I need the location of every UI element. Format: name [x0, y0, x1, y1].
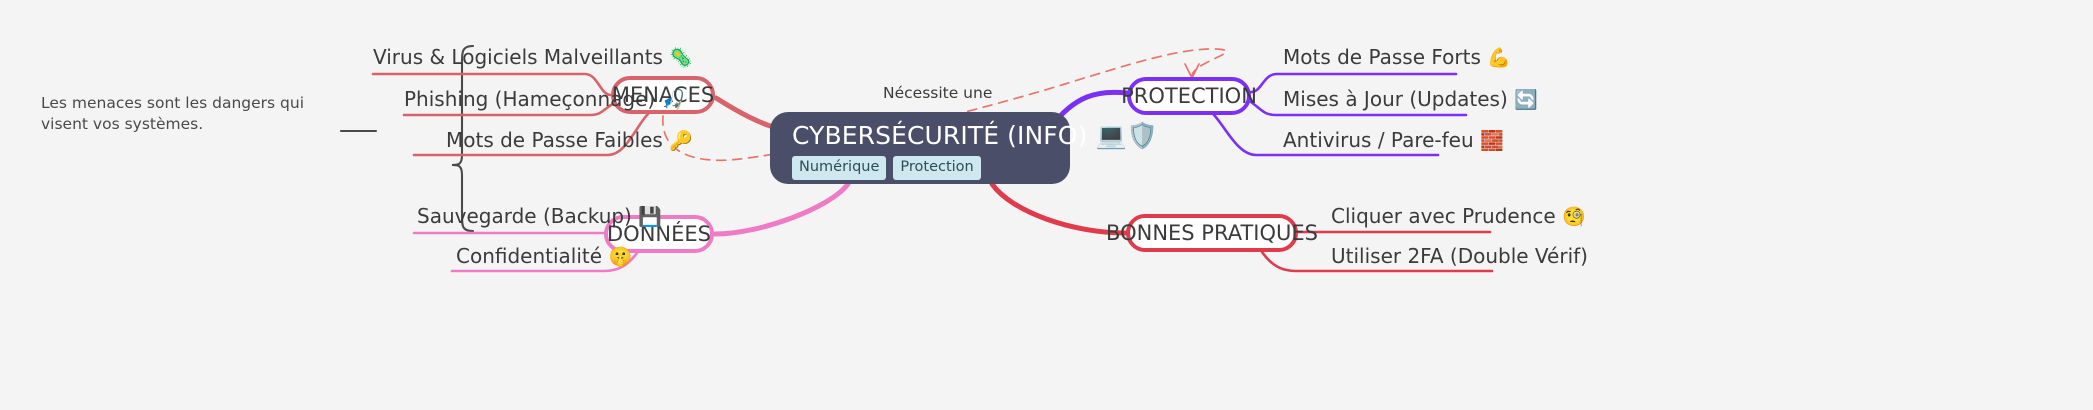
root-node[interactable]: CYBERSÉCURITÉ (INFO) 💻🛡️ Numérique Prote…	[770, 112, 1158, 184]
refresh-arrows-icon: 🔄	[1514, 89, 1538, 111]
branch-label-bonnes-pratiques: BONNES PRATIQUES	[1106, 221, 1318, 245]
brick-wall-icon: 🧱	[1480, 130, 1504, 152]
leaf-menaces-1-label: Phishing (Hameçonnage)	[404, 87, 656, 111]
key-icon: 🔑	[669, 130, 693, 152]
leaf-protection-0-label: Mots de Passe Forts	[1283, 45, 1481, 69]
floppy-disk-icon: 💾	[638, 206, 662, 228]
relation-label: Nécessite une	[883, 84, 993, 102]
shushing-face-icon: 🤫	[608, 246, 633, 268]
leaf-menaces-0[interactable]: Virus & Logiciels Malveillants 🦠	[373, 47, 693, 68]
leaf-donnees-0-label: Sauvegarde (Backup)	[417, 204, 632, 228]
branch-node-donnees[interactable]: DONNÉES	[604, 215, 714, 253]
fishing-pole-icon: 🎣	[661, 89, 686, 111]
leaf-menaces-2-label: Mots de Passe Faibles	[446, 128, 663, 152]
leaf-menaces-0-label: Virus & Logiciels Malveillants	[373, 45, 663, 69]
leaf-donnees-1[interactable]: Confidentialité 🤫	[456, 246, 632, 267]
branch-node-protection[interactable]: PROTECTION	[1121, 77, 1257, 115]
branch-label-menaces: MENACES	[611, 83, 715, 107]
microbe-icon: 🦠	[669, 47, 694, 69]
leaf-donnees-1-label: Confidentialité	[456, 244, 603, 268]
wire-root-donnees	[712, 181, 851, 237]
leaf-pratiques-1[interactable]: Utiliser 2FA (Double Vérif)	[1331, 246, 1588, 266]
leaf-pratiques-1-label: Utiliser 2FA (Double Vérif)	[1331, 244, 1588, 268]
leaf-protection-1-label: Mises à Jour (Updates)	[1283, 87, 1508, 111]
monocle-face-icon: 🧐	[1562, 206, 1586, 228]
annotation-text: Les menaces sont les dangers qui visent …	[41, 94, 305, 133]
branch-label-protection: PROTECTION	[1121, 84, 1257, 108]
leaf-donnees-0[interactable]: Sauvegarde (Backup) 💾	[417, 206, 662, 227]
flexed-biceps-icon: 💪	[1487, 47, 1511, 69]
branch-node-menaces[interactable]: MENACES	[611, 76, 715, 114]
leaf-protection-1[interactable]: Mises à Jour (Updates) 🔄	[1283, 89, 1538, 110]
leaf-pratiques-0[interactable]: Cliquer avec Prudence 🧐	[1331, 206, 1586, 227]
leaf-pratiques-0-label: Cliquer avec Prudence	[1331, 204, 1556, 228]
leaf-protection-0[interactable]: Mots de Passe Forts 💪	[1283, 47, 1511, 68]
root-node-title: CYBERSÉCURITÉ (INFO) 💻🛡️	[792, 121, 1158, 150]
branch-label-donnees: DONNÉES	[607, 222, 711, 246]
relation-arrow-head	[1184, 63, 1200, 79]
root-node-tags: Numérique Protection	[792, 156, 1052, 180]
root-tag-protection: Protection	[893, 156, 981, 180]
leaf-protection-2[interactable]: Antivirus / Pare-feu 🧱	[1283, 130, 1504, 151]
branch-node-bonnes-pratiques[interactable]: BONNES PRATIQUES	[1106, 214, 1318, 252]
leaf-protection-2-label: Antivirus / Pare-feu	[1283, 128, 1474, 152]
root-tag-numerique: Numérique	[792, 156, 887, 180]
leaf-menaces-2[interactable]: Mots de Passe Faibles 🔑	[446, 130, 693, 151]
leaf-menaces-1[interactable]: Phishing (Hameçonnage) 🎣	[404, 89, 685, 110]
